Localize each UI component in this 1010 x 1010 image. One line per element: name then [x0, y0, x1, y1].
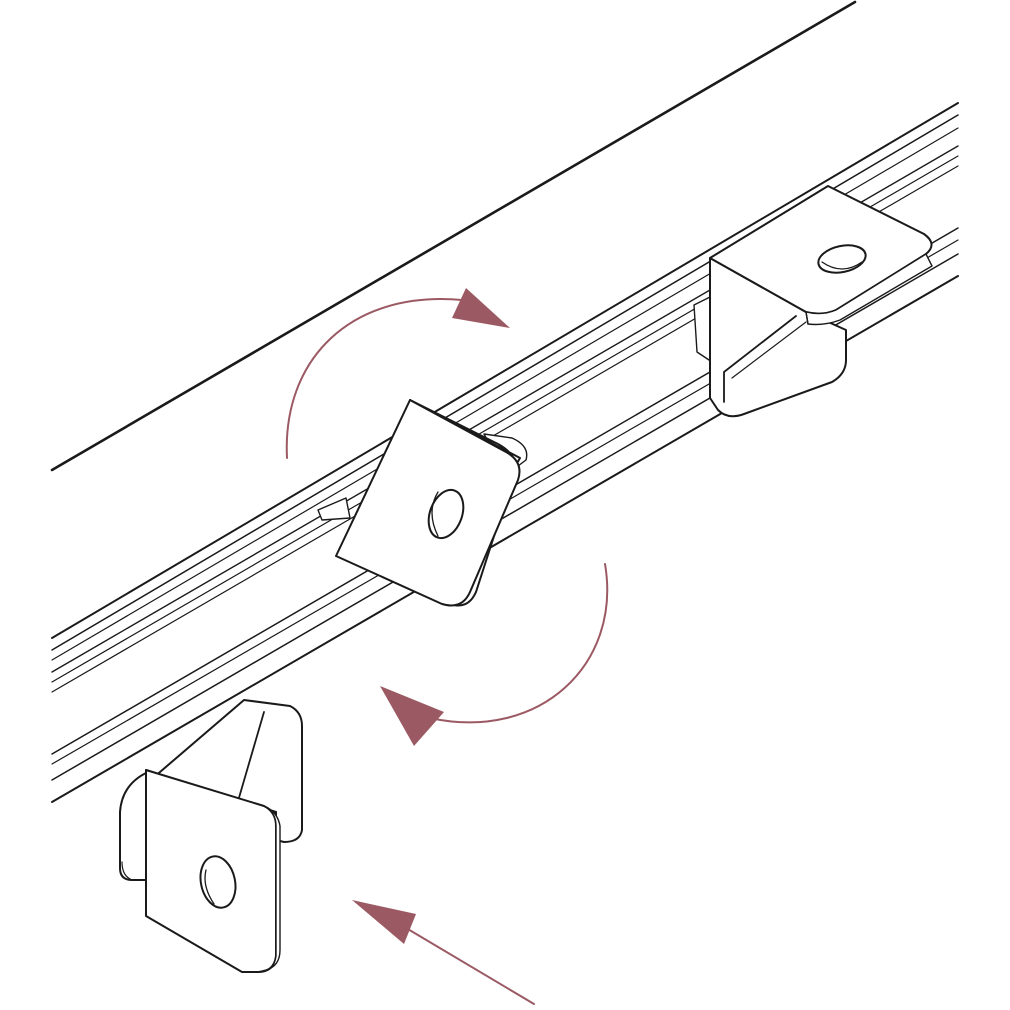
extrusion-profile — [50, 0, 857, 472]
inserting-bracket — [119, 699, 303, 973]
rotation-arrow-lower — [380, 563, 609, 746]
rotation-arrow-upper — [285, 288, 510, 459]
insertion-arrow — [352, 900, 535, 1005]
rotating-bracket — [317, 399, 528, 607]
fixed-bracket — [693, 185, 933, 418]
